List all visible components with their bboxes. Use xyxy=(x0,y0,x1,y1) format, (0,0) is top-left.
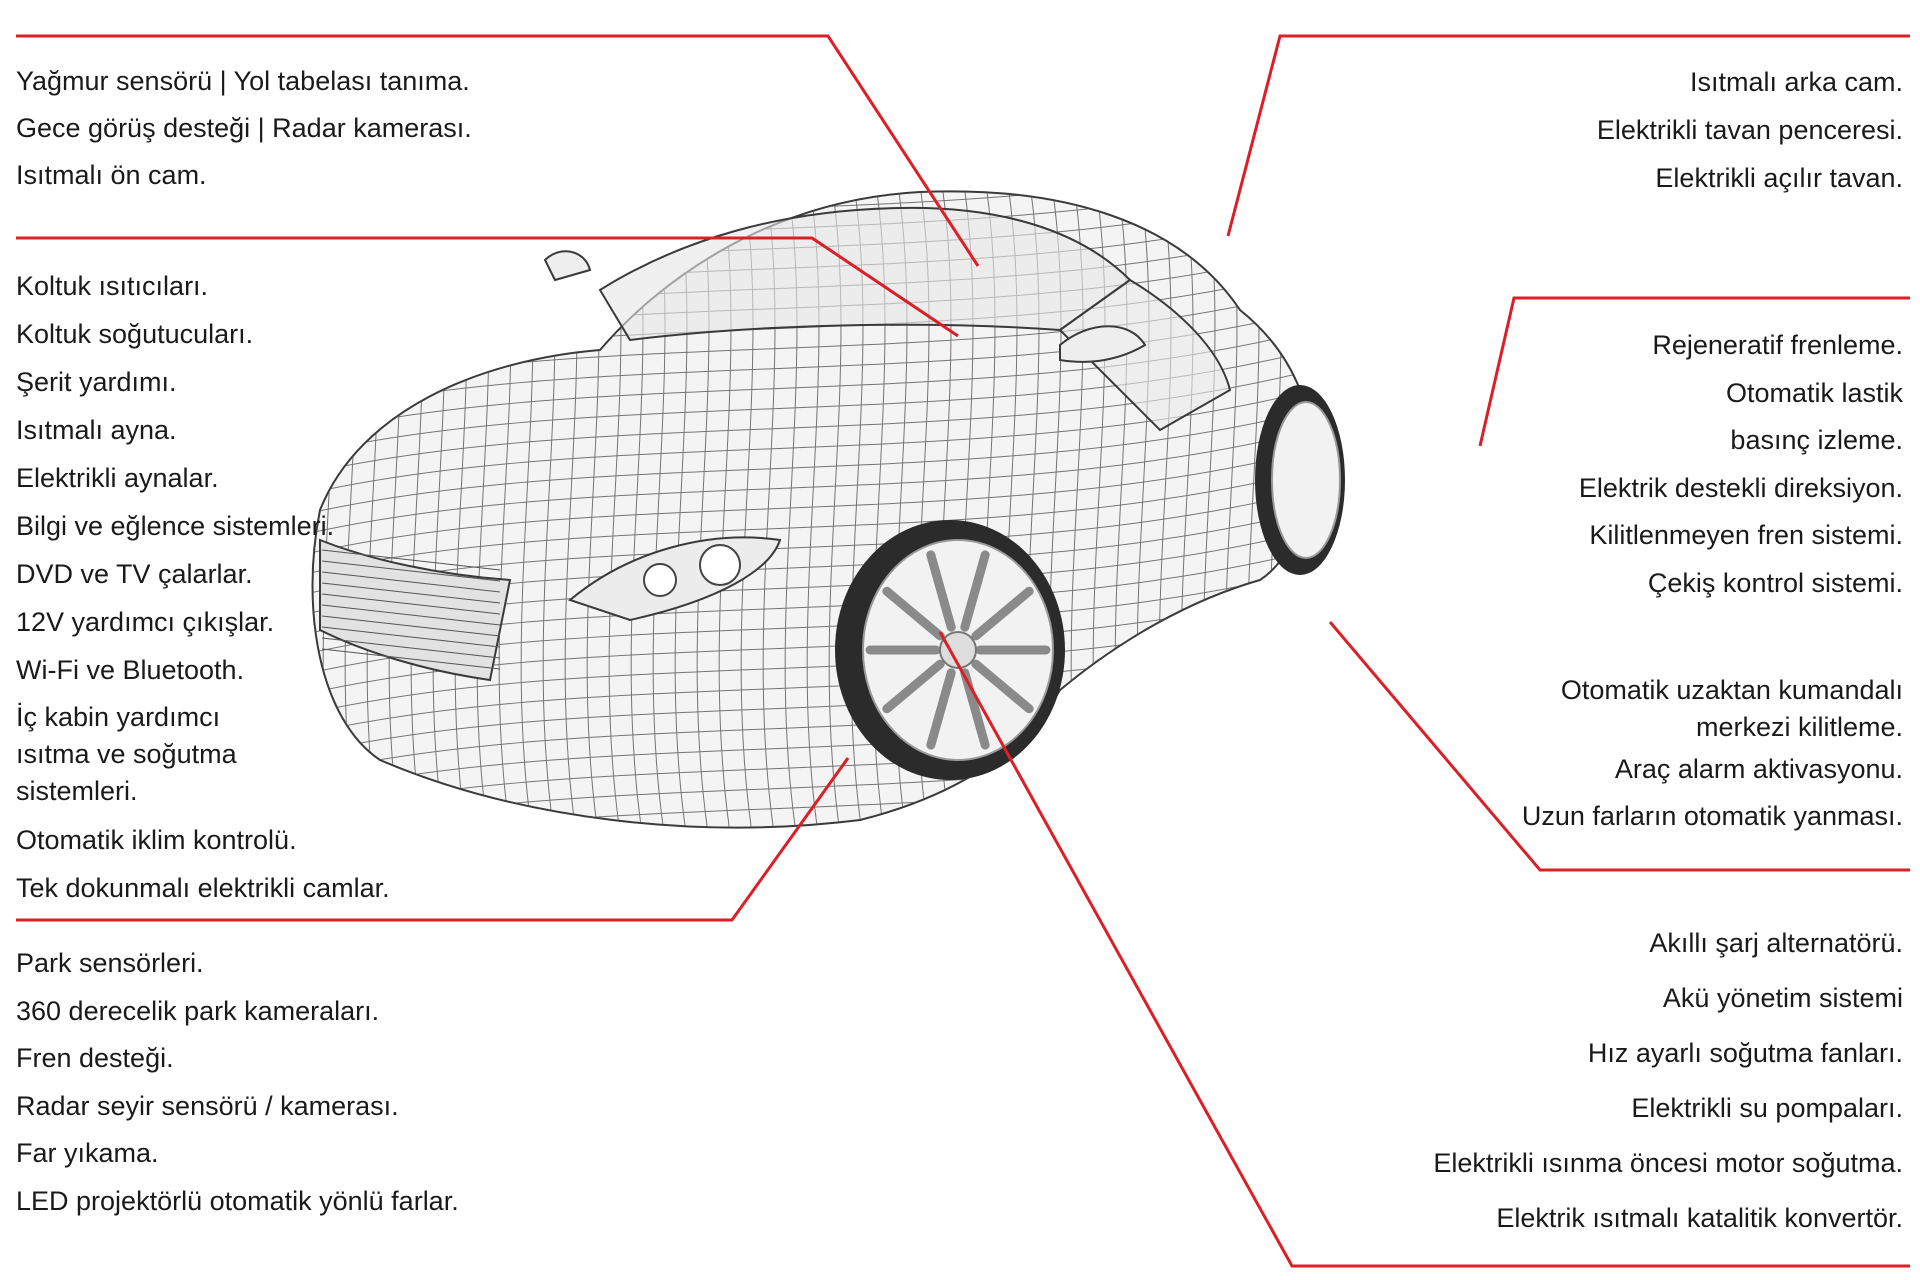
label-item: Elektrikli tavan penceresi. xyxy=(1596,115,1903,145)
leader-line-lower-right xyxy=(1328,621,1910,872)
grille-bar xyxy=(321,560,501,582)
grille-bar xyxy=(321,637,501,659)
label-item: Isıtmalı arka cam. xyxy=(1689,67,1903,97)
label-item: Otomatik lastik xyxy=(1725,377,1903,408)
label-item: Rejeneratif frenleme. xyxy=(1652,330,1903,360)
label-item: Akü yönetim sistemi xyxy=(1662,983,1903,1013)
label-item: Elektrik ısıtmalı katalitik konvertör. xyxy=(1496,1203,1903,1233)
label-item: Koltuk ısıtıcıları. xyxy=(16,271,209,301)
label-item: Otomatik iklim kontrolü. xyxy=(16,825,297,855)
group-mid-left: Koltuk ısıtıcıları. Koltuk soğutucuları.… xyxy=(16,262,390,912)
wireframe-line xyxy=(312,379,1312,501)
label-item: Elektrikli açılır tavan. xyxy=(1655,163,1903,193)
leader-line-bottom-left xyxy=(16,757,850,922)
label-item: Hız ayarlı soğutma fanları. xyxy=(1587,1038,1903,1068)
wireframe-line xyxy=(312,439,1312,561)
leader-line-bottom-right xyxy=(938,631,1910,1268)
label-item: Elektrikli ısınma öncesi motor soğutma. xyxy=(1433,1148,1903,1178)
label-item: Yağmur sensörü | Yol tabelası tanıma. xyxy=(16,66,470,96)
rear-wheel xyxy=(1255,385,1345,575)
wireframe-line xyxy=(312,419,1312,541)
grille-bar xyxy=(321,604,501,626)
label-item: Koltuk soğutucuları. xyxy=(16,319,254,349)
label-item: Fren desteği. xyxy=(16,1043,174,1073)
label-item: basınç izleme. xyxy=(1730,425,1903,455)
grille-bar xyxy=(321,615,501,637)
label-item: Park sensörleri. xyxy=(16,948,204,978)
wheel-spoke xyxy=(926,550,956,632)
label-item: Bilgi ve eğlence sistemleri. xyxy=(16,511,335,541)
label-item: Otomatik uzaktan kumandalı merkezi kilit… xyxy=(1560,675,1903,742)
label-item: Isıtmalı ayna. xyxy=(16,415,177,445)
leader-line-right-wheel xyxy=(1478,296,1910,447)
label-item: Elektrikli aynalar. xyxy=(16,463,219,493)
wheel-spoke xyxy=(926,668,956,750)
label-item: Tek dokunmalı elektrikli camlar. xyxy=(16,873,390,903)
group-lower-right: Otomatik uzaktan kumandalı merkezi kilit… xyxy=(1522,672,1903,840)
grille-bar xyxy=(321,582,501,604)
label-item: Isıtmalı ön cam. xyxy=(16,160,207,190)
label-item: DVD ve TV çalarlar. xyxy=(16,559,253,589)
wheel-spoke xyxy=(882,659,945,714)
label-item: Wi-Fi ve Bluetooth. xyxy=(16,655,245,685)
label-item: Kilitlenmeyen fren sistemi. xyxy=(1589,520,1903,550)
label-item: Akıllı şarj alternatörü. xyxy=(1649,928,1903,958)
wheel-spoke xyxy=(971,659,1034,714)
label-item: Çekiş kontrol sistemi. xyxy=(1647,567,1903,598)
grille-bar xyxy=(321,593,501,615)
leader-line-top-right xyxy=(1226,34,1910,237)
group-top-right: Isıtmalı arka cam. Elektrikli tavan penc… xyxy=(1597,58,1903,202)
label-item: Far yıkama. xyxy=(16,1138,159,1168)
grille-bar xyxy=(321,549,501,571)
group-bottom-right: Akıllı şarj alternatörü. Akü yönetim sis… xyxy=(1433,916,1903,1246)
wheel-spoke xyxy=(960,550,990,632)
leader-line-top-left xyxy=(16,34,980,267)
group-right-wheel: Rejeneratif frenleme. Otomatik lastik ba… xyxy=(1579,322,1903,607)
label-item: 12V yardımcı çıkışlar. xyxy=(16,607,275,637)
label-item: 360 derecelik park kameraları. xyxy=(16,995,380,1026)
group-bottom-left: Park sensörleri. 360 derecelik park kame… xyxy=(16,940,459,1225)
label-item: Araç alarm aktivasyonu. xyxy=(1614,754,1903,784)
wireframe-line xyxy=(312,399,1312,521)
wheel-spoke xyxy=(971,586,1034,641)
grille-bar xyxy=(321,571,501,593)
label-item: Gece görüş desteği | Radar kamerası. xyxy=(16,113,472,143)
label-item: İç kabin yardımcı ısıtma ve soğutma sist… xyxy=(16,702,237,806)
label-item: Elektrik destekli direksiyon. xyxy=(1578,472,1903,503)
wireframe-line xyxy=(312,459,1312,581)
label-item: Radar seyir sensörü / kamerası. xyxy=(16,1090,399,1121)
grille-bar xyxy=(321,648,501,670)
label-item: Elektrikli su pompaları. xyxy=(1631,1093,1903,1123)
label-item: Uzun farların otomatik yanması. xyxy=(1521,801,1903,831)
grille-bar xyxy=(321,626,501,648)
group-top-left: Yağmur sensörü | Yol tabelası tanıma. Ge… xyxy=(16,58,472,199)
label-item: Şerit yardımı. xyxy=(16,367,177,397)
leader-line-mid-left xyxy=(16,236,959,338)
label-item: LED projektörlü otomatik yönlü farlar. xyxy=(16,1185,459,1216)
wheel-spoke xyxy=(882,586,945,641)
